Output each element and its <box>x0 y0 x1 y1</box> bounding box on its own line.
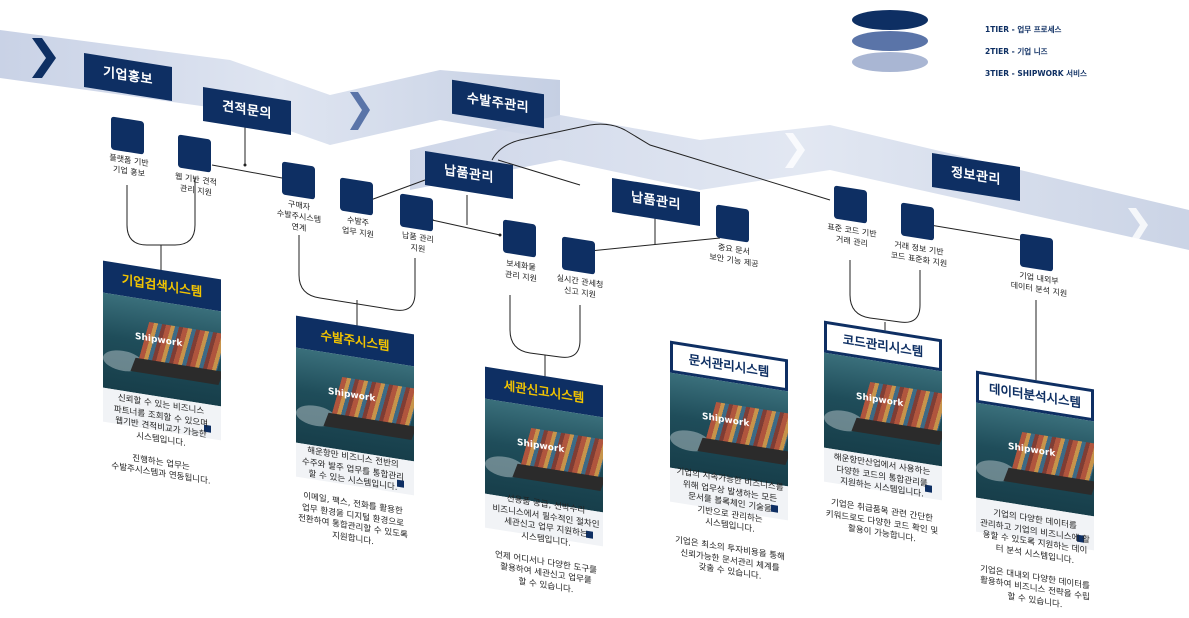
legend-stack <box>852 10 928 72</box>
system-screenshot: Shipwork <box>824 352 942 467</box>
feature-node <box>716 204 749 243</box>
feature-node <box>901 202 934 241</box>
feature-node <box>562 236 595 275</box>
feature-node <box>834 185 867 224</box>
legend-label-1: 1TIER - 업무 프로세스 <box>985 25 1062 34</box>
legend-label-2: 2TIER - 기업 니즈 <box>985 47 1048 56</box>
chevron-icon <box>32 38 56 78</box>
feature-node <box>503 219 536 258</box>
chevron-icon <box>785 133 805 168</box>
legend-swatch-3 <box>852 52 928 72</box>
legend-swatch-2 <box>852 31 928 51</box>
chevron-icon <box>1128 208 1148 244</box>
feature-node <box>400 193 433 232</box>
legend-swatch-1 <box>852 10 928 30</box>
chevron-icon <box>350 92 370 130</box>
system-desc-document: 기업의 지속가능한 비즈니스를 위해 업무상 발생하는 모든 문서를 블록체인 … <box>675 466 785 582</box>
feature-node <box>111 116 144 155</box>
feature-node <box>178 134 211 173</box>
system-screenshot: Shipwork <box>976 402 1094 517</box>
legend-label-3: 3TIER - SHIPWORK 서비스 <box>985 69 1087 78</box>
feature-node <box>1020 233 1053 272</box>
system-screenshot: Shipwork <box>296 347 414 462</box>
system-screenshot: Shipwork <box>103 292 221 407</box>
feature-node <box>282 161 315 200</box>
feature-node <box>340 177 373 216</box>
